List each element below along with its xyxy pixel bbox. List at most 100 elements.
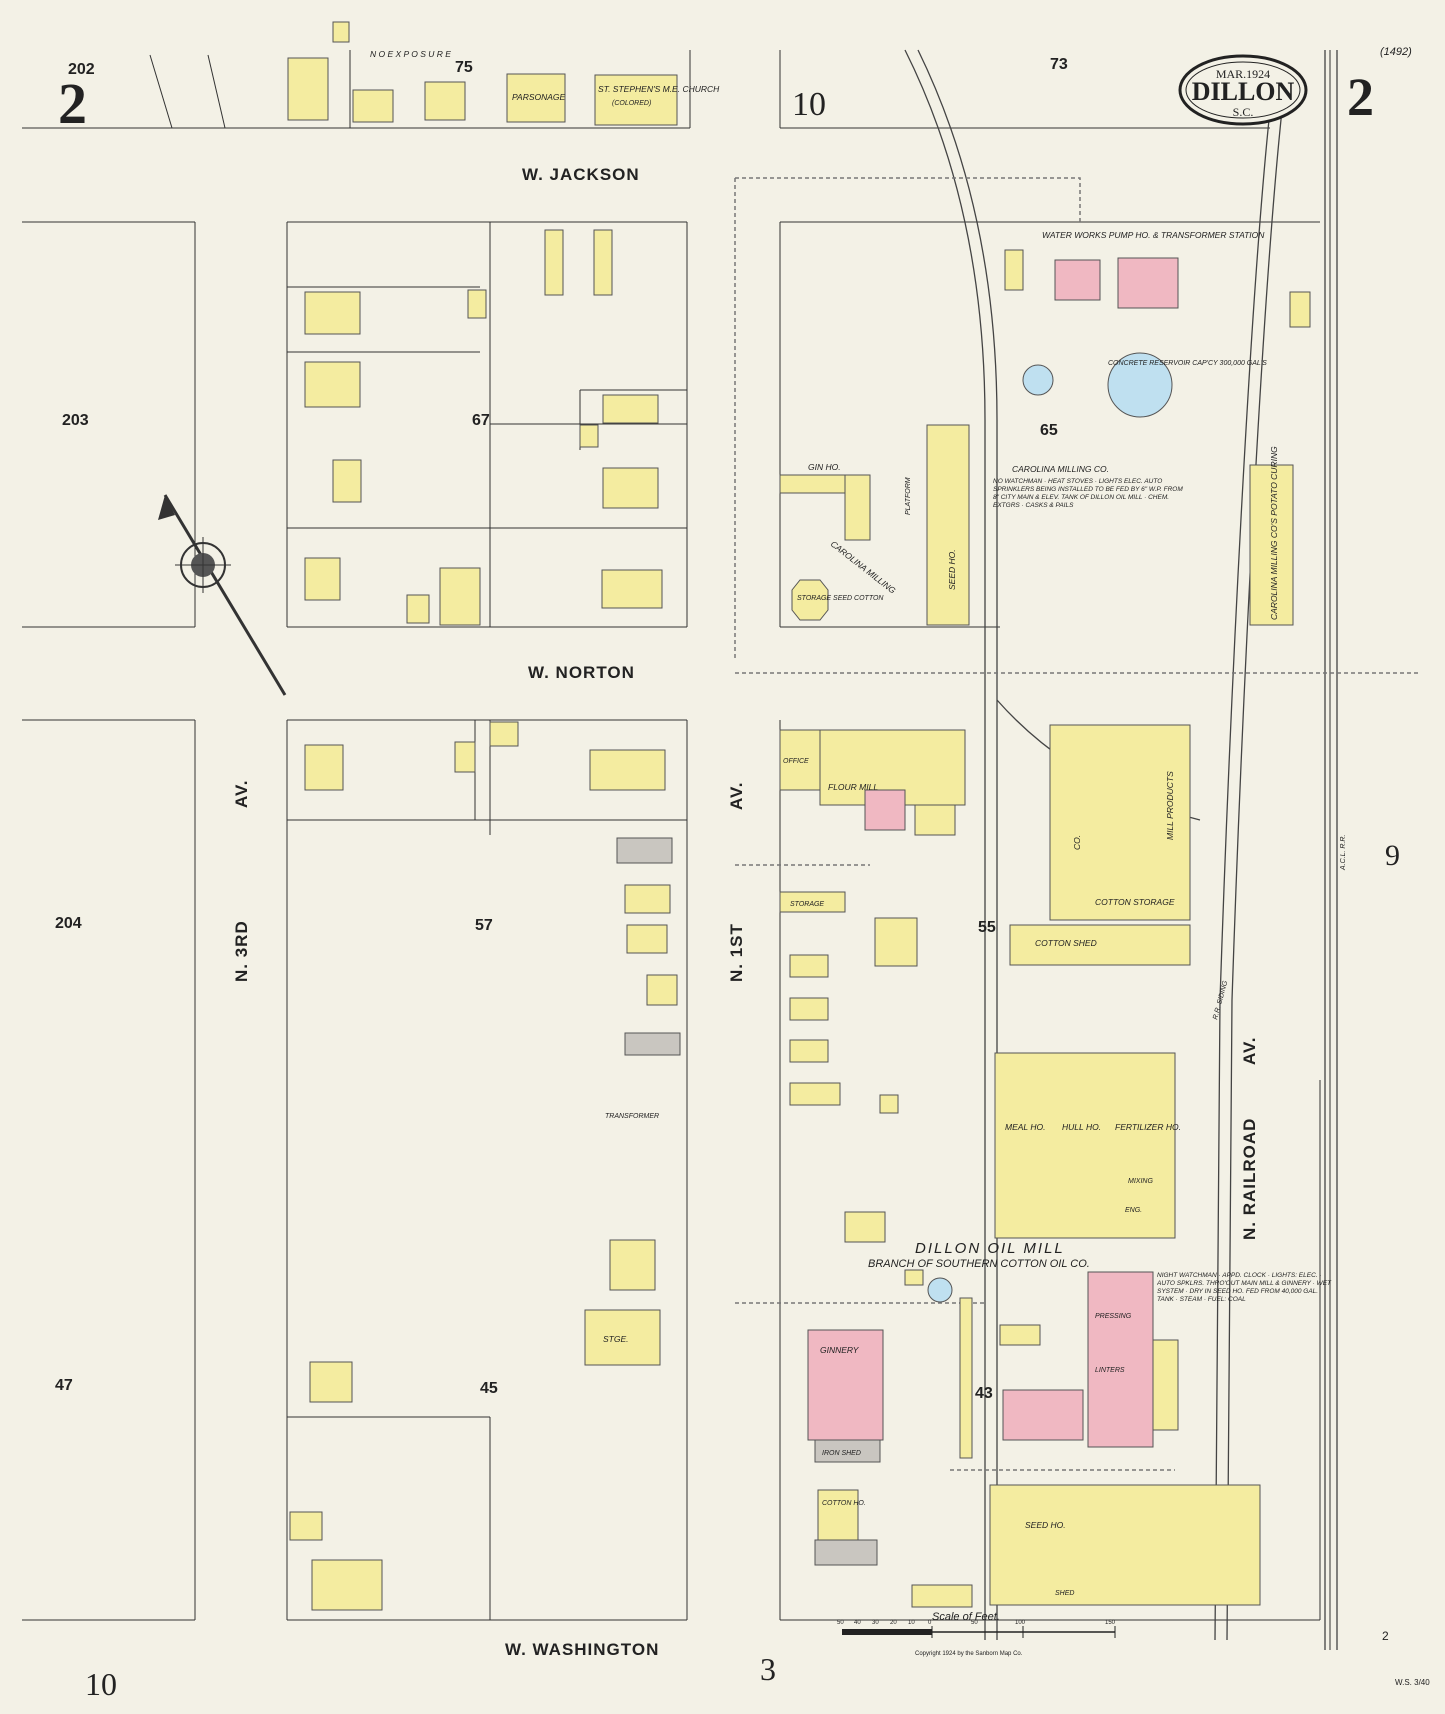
label-seed-ho-bottom: SEED HO. xyxy=(1025,1520,1066,1530)
street-n-railroad: N. RAILROAD xyxy=(1240,1118,1259,1240)
block-43-buildings xyxy=(807,1052,1261,1608)
block-45-buildings xyxy=(289,1361,383,1611)
street-n-railroad-av: AV. xyxy=(1240,1036,1259,1065)
label-no-exposure: N O E X P O S U R E xyxy=(370,49,451,59)
street-w-jackson: W. JACKSON xyxy=(522,165,640,184)
block-number: 43 xyxy=(975,1385,993,1402)
label-pressing: PRESSING xyxy=(1095,1313,1132,1320)
title-state: S.C. xyxy=(1233,105,1254,119)
note-carolina-milling: NO WATCHMAN · HEAT STOVES · LIGHTS ELEC.… xyxy=(993,478,1183,510)
label-copyright: Copyright 1924 by the Sanborn Map Co. xyxy=(915,1651,1023,1657)
scale-tick: 0 xyxy=(928,1620,932,1626)
label-fertilizer-ho: FERTILIZER HO. xyxy=(1115,1122,1181,1132)
label-water-works: WATER WORKS PUMP HO. & TRANSFORMER STATI… xyxy=(1042,230,1265,240)
label-flour-mill: FLOUR MILL xyxy=(828,782,878,792)
label-branch: BRANCH OF SOUTHERN COTTON OIL CO. xyxy=(868,1258,1090,1270)
street-w-washington: W. WASHINGTON xyxy=(505,1640,659,1659)
street-n-3rd: N. 3RD xyxy=(232,920,251,982)
label-storage-seed-cotton: STORAGE SEED COTTON xyxy=(797,595,884,602)
label-ginnery: GINNERY xyxy=(820,1345,860,1355)
label-iron-shed: IRON SHED xyxy=(822,1450,861,1457)
scale-bar xyxy=(842,1626,1116,1638)
street-grid xyxy=(22,50,1331,1650)
label-carolina-milling-co: CAROLINA MILLING CO. xyxy=(1012,464,1109,474)
north-arrow-icon xyxy=(158,494,287,696)
block-number: 65 xyxy=(1040,422,1058,439)
block-number: 204 xyxy=(55,915,82,932)
label-office: OFFICE xyxy=(783,758,809,765)
label-acl-rr: A.C.L. R.R. xyxy=(1340,835,1347,871)
sheet-ref: (1492) xyxy=(1380,46,1412,58)
block-75-buildings xyxy=(287,21,678,126)
note-dillon-oil-mill: NIGHT WATCHMAN · APPD. CLOCK · LIGHTS: E… xyxy=(1157,1272,1331,1304)
block-65-buildings xyxy=(779,249,1311,626)
note-carolina-milling-text: NO WATCHMAN · HEAT STOVES · LIGHTS ELEC.… xyxy=(993,478,1183,510)
adjoining-sheet-bottom-center: 3 xyxy=(760,1651,776,1687)
adjoining-sheet-right: 9 xyxy=(1385,839,1400,872)
label-reservoir: CONCRETE RESERVOIR CAP'CY 300,000 GAL'S xyxy=(1108,360,1267,367)
label-stge: STGE. xyxy=(603,1334,629,1344)
block-number: 47 xyxy=(55,1377,73,1394)
block-57-buildings xyxy=(304,721,681,1366)
block-number: 203 xyxy=(62,412,89,429)
label-carolina-potato: CAROLINA MILLING CO'S POTATO CURING xyxy=(1269,446,1279,620)
title-badge xyxy=(1178,54,1308,126)
label-dillon-oil-mill: DILLON OIL MILL xyxy=(915,1240,1065,1257)
scale-tick: 50 xyxy=(971,1620,978,1626)
label-mill-products: MILL PRODUCTS xyxy=(1165,771,1175,840)
label-scale: Scale of Feet. xyxy=(932,1611,1000,1623)
street-w-norton: W. NORTON xyxy=(528,663,635,682)
label-co: CO. xyxy=(1072,835,1082,850)
street-n-1st-av: AV. xyxy=(727,781,746,810)
block-number: 57 xyxy=(475,917,493,934)
label-cotton-storage: COTTON STORAGE xyxy=(1095,897,1175,907)
water-pipes xyxy=(734,177,1420,1471)
sheet-initials: W.S. 3/40 xyxy=(1395,1678,1430,1687)
street-n-3rd-av: AV. xyxy=(232,779,251,808)
label-linters: LINTERS xyxy=(1095,1367,1125,1374)
block-number: 45 xyxy=(480,1380,498,1397)
label-church: ST. STEPHEN'S M.E. CHURCH xyxy=(598,84,720,94)
label-storage: STORAGE xyxy=(790,901,824,908)
label-eng: ENG. xyxy=(1125,1207,1142,1214)
scale-tick: 30 xyxy=(872,1620,879,1626)
scale-tick: 20 xyxy=(890,1620,897,1626)
block-55-buildings xyxy=(779,724,1191,1114)
block-number: 67 xyxy=(472,412,490,429)
scale-tick: 10 xyxy=(908,1620,915,1626)
label-platform: PLATFORM xyxy=(905,477,912,515)
block-number: 202 xyxy=(68,61,95,78)
label-transformer: TRANSFORMER xyxy=(605,1113,659,1120)
scale-tick: 50 xyxy=(837,1620,844,1626)
street-n-1st: N. 1ST xyxy=(727,923,746,982)
label-parsonage: PARSONAGE xyxy=(512,92,566,102)
corner-mark: 2 xyxy=(1382,1629,1389,1643)
scale-tick: 150 xyxy=(1105,1620,1116,1626)
title-date: MAR.1924 xyxy=(1216,67,1270,81)
scale-tick: 40 xyxy=(854,1620,861,1626)
label-gin-ho: GIN HO. xyxy=(808,462,841,472)
label-seed-ho: SEED HO. xyxy=(947,549,957,590)
title-city: DILLON xyxy=(1192,77,1295,106)
scale-tick: 100 xyxy=(1015,1620,1026,1626)
sheet-number-right: 2 xyxy=(1347,67,1374,127)
block-numbers: 202 75 73 203 67 65 204 57 55 47 45 43 xyxy=(55,56,1068,1402)
note-dillon-oil-mill-text: NIGHT WATCHMAN · APPD. CLOCK · LIGHTS: E… xyxy=(1157,1272,1331,1304)
label-church-note: (COLORED) xyxy=(612,100,651,107)
adjoining-sheet-bottom-left: 10 xyxy=(85,1666,117,1702)
block-67-buildings xyxy=(304,229,663,626)
label-meal-ho: MEAL HO. xyxy=(1005,1122,1045,1132)
label-cotton-ho: COTTON HO. xyxy=(822,1500,866,1507)
sheet-number-left: 2 xyxy=(58,71,87,136)
label-shed: SHED xyxy=(1055,1590,1074,1597)
block-number: 55 xyxy=(978,919,996,936)
label-mixing: MIXING xyxy=(1128,1178,1153,1185)
scale-ticks: 50 40 30 20 10 0 50 100 150 xyxy=(837,1620,1116,1626)
adjoining-sheet-top: 10 xyxy=(792,86,826,123)
block-number: 75 xyxy=(455,59,473,76)
label-cotton-shed: COTTON SHED xyxy=(1035,938,1097,948)
block-number: 73 xyxy=(1050,56,1068,73)
label-hull-ho: HULL HO. xyxy=(1062,1122,1101,1132)
